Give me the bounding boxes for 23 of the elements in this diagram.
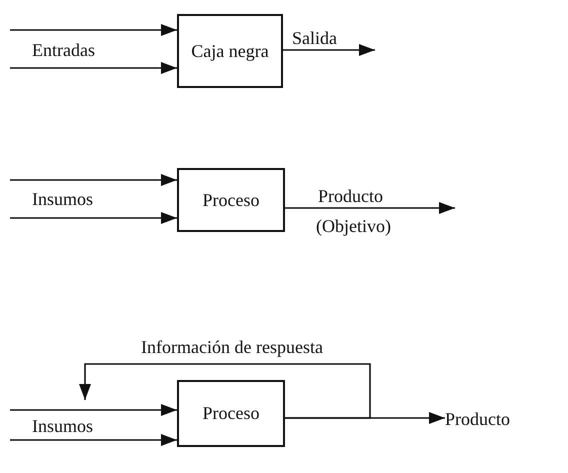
- node-label: Proceso: [202, 403, 260, 424]
- edge-label: Información de respuesta: [141, 337, 323, 357]
- arrow: [10, 174, 177, 186]
- label: (Objetivo): [316, 216, 391, 236]
- edge-label: Producto: [318, 186, 383, 206]
- label: Insumos: [32, 416, 94, 436]
- node-label: Caja negra: [191, 40, 269, 62]
- process-box: [177, 14, 283, 88]
- label: Insumos: [32, 189, 94, 209]
- label: Entradas: [32, 40, 95, 60]
- arrow: [10, 212, 177, 224]
- process-box: [177, 168, 285, 232]
- edge-label: Salida: [292, 28, 337, 48]
- node-label: Proceso: [202, 190, 260, 210]
- arrow: [285, 202, 455, 214]
- arrow: [283, 44, 375, 56]
- arrow: [10, 62, 177, 74]
- process-box: [177, 380, 285, 447]
- arrow: [10, 404, 177, 416]
- node-label: Producto: [445, 408, 510, 430]
- arrow: [79, 363, 371, 419]
- arrow: [10, 24, 177, 36]
- arrow: [10, 434, 177, 446]
